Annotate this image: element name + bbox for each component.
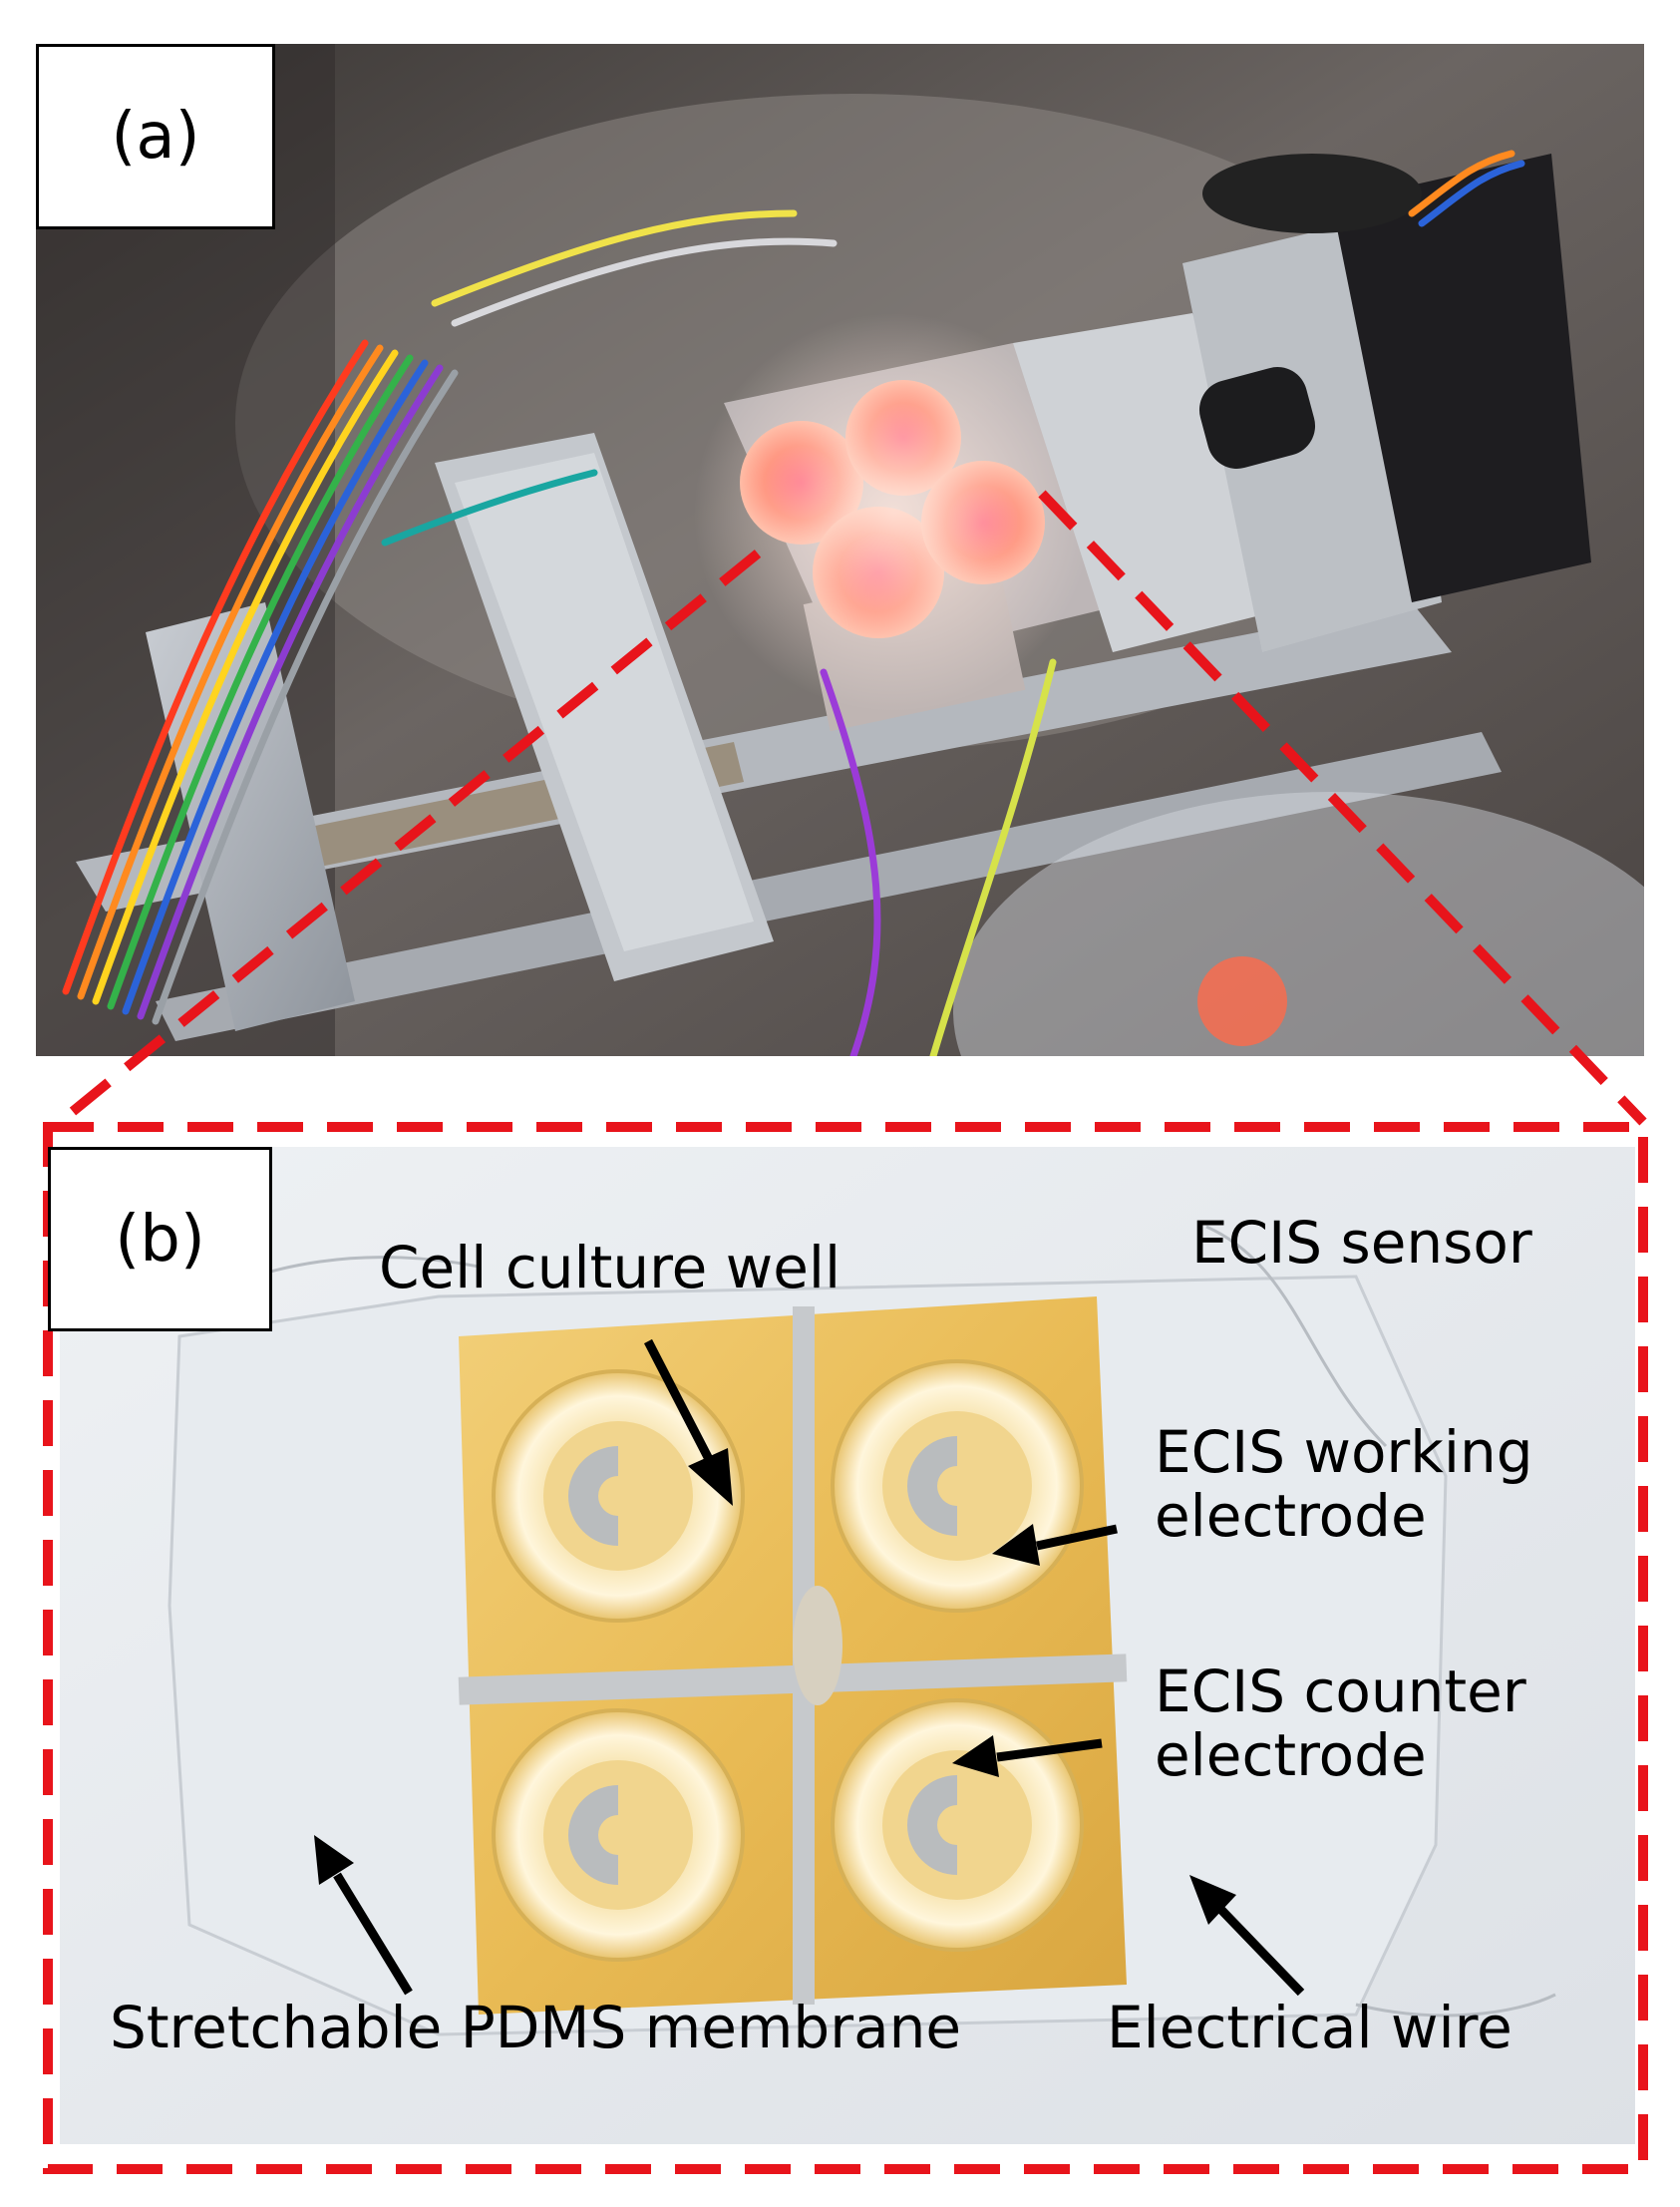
label-counter-electrode-line1: ECIS counter (1155, 1657, 1526, 1725)
label-counter-electrode-line2: electrode (1155, 1720, 1427, 1789)
panel-b-label: (b) (48, 1147, 272, 1331)
label-electrical-wire: Electrical wire (1107, 1994, 1512, 2061)
label-ecis-sensor: ECIS sensor (1191, 1209, 1532, 1277)
label-cell-culture-well: Cell culture well (379, 1234, 841, 1301)
stretcher-device-photo (36, 44, 1644, 1056)
panel-a-label: (a) (36, 44, 275, 229)
label-working-electrode-line1: ECIS working (1155, 1418, 1533, 1486)
panel-a-photo (36, 44, 1644, 1056)
label-pdms-membrane: Stretchable PDMS membrane (110, 1994, 962, 2061)
label-working-electrode-line2: electrode (1155, 1481, 1427, 1550)
label-counter-electrode: ECIS counter electrode (1155, 1657, 1526, 1789)
label-working-electrode: ECIS working electrode (1155, 1418, 1533, 1550)
